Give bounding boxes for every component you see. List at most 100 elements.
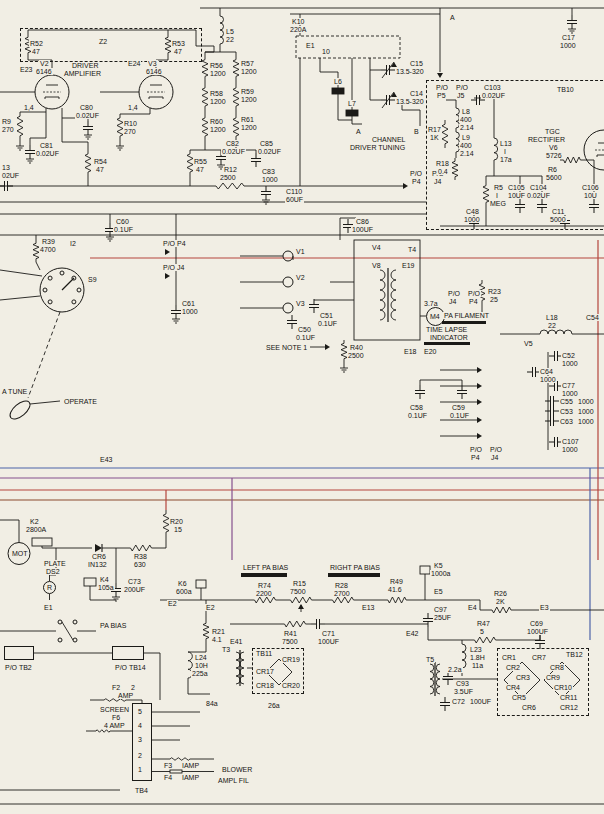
wire	[86, 731, 96, 732]
wire	[36, 262, 40, 270]
resistor-symbol	[442, 120, 448, 148]
part-label: R12	[223, 166, 238, 173]
ground-symbol	[108, 239, 113, 240]
part-label: C93	[455, 680, 470, 687]
wire	[220, 44, 221, 52]
resistor-symbol	[286, 597, 316, 603]
part-label: C82	[225, 140, 240, 147]
terminal-board: P/O TB14	[112, 646, 144, 660]
part-label: C48	[465, 208, 480, 215]
wire	[425, 574, 426, 600]
part-label: B	[413, 128, 420, 135]
part-label: J4	[433, 178, 442, 185]
capacitor-symbol	[171, 310, 181, 311]
wire	[598, 143, 604, 144]
resistor-symbol	[233, 114, 239, 140]
inductor-symbol	[391, 270, 396, 320]
capacitor-symbol	[266, 195, 267, 201]
part-label: C61	[181, 300, 196, 307]
part-label: R21	[211, 628, 226, 635]
part-label: CR6	[91, 553, 107, 560]
part-label: IAMP	[181, 774, 200, 781]
part-label: V2	[295, 274, 306, 281]
part-label: CR2	[505, 664, 521, 671]
ground-symbol	[118, 148, 123, 149]
part-label: 1000	[561, 446, 579, 453]
part-label: E18	[403, 348, 417, 355]
wire	[0, 804, 604, 805]
part-label: V3	[147, 60, 158, 67]
part-label: C58	[409, 404, 424, 411]
capacitor-symbol	[462, 394, 463, 400]
wire	[30, 401, 60, 404]
capacitor-symbol	[386, 95, 387, 105]
part-label: 3.5UF	[453, 688, 474, 695]
capacitor-symbol	[88, 121, 89, 127]
wire	[188, 678, 210, 694]
part-label: 0.1UF	[295, 334, 316, 341]
ground-symbol	[26, 159, 34, 160]
part-label: K5	[433, 562, 444, 569]
board-label: P/O TB2	[4, 664, 33, 671]
part-label: 5726	[545, 152, 563, 159]
resistor-symbol	[203, 620, 209, 642]
part-label: F2	[111, 684, 121, 691]
capacitor-symbol	[542, 208, 543, 214]
capacitor-symbol	[311, 624, 317, 625]
wire	[182, 771, 214, 772]
part-label: C73	[127, 578, 142, 585]
wire	[152, 740, 180, 741]
wire	[168, 30, 169, 34]
part-label: 13.5-320	[395, 98, 425, 105]
ground-symbol	[87, 139, 89, 140]
wire	[45, 97, 59, 99]
part-label: L8	[461, 108, 471, 115]
part-label: 7500	[281, 638, 299, 645]
wire	[200, 8, 604, 9]
part-label: IAMP	[181, 762, 200, 769]
part-label: 1000	[561, 360, 579, 367]
part-label: R52	[29, 40, 44, 47]
part-label: DS2	[45, 568, 61, 575]
part-label: 6146	[145, 68, 163, 75]
part-label: 2500	[219, 174, 237, 181]
wire	[290, 14, 440, 15]
capacitor-symbol	[348, 219, 349, 225]
wire	[440, 436, 477, 437]
capacitor-symbol	[527, 372, 533, 373]
part-label: R23	[487, 288, 502, 295]
part-label: 1000	[463, 216, 481, 223]
part-label: 25UF	[433, 614, 452, 621]
part-label: 5	[479, 628, 485, 635]
part-label: 5000	[549, 216, 567, 223]
wire	[90, 258, 604, 259]
part-label: C11	[551, 208, 565, 215]
part-label: R54	[93, 158, 108, 165]
part-label: 1000	[539, 376, 557, 383]
part-label: J4	[448, 298, 457, 305]
arrowhead	[403, 183, 408, 189]
switch-contact	[58, 620, 62, 624]
resistor-symbol	[452, 158, 458, 180]
ground-symbol	[106, 237, 114, 238]
part-label: 1000	[577, 418, 595, 425]
part-label: C83	[261, 168, 276, 175]
part-label: 47	[95, 166, 105, 173]
part-label: R55	[193, 158, 208, 165]
part-label: CR20	[281, 682, 301, 689]
part-label: 84a	[205, 700, 219, 707]
capacitor-symbol	[537, 204, 547, 205]
wire	[595, 150, 604, 151]
wire	[370, 70, 381, 100]
wire	[190, 150, 205, 151]
part-label: CR8	[549, 664, 565, 671]
part-label: 2.14	[459, 124, 475, 131]
wire	[462, 640, 463, 644]
part-label: 1K	[429, 134, 440, 141]
part-label: V5	[523, 340, 534, 347]
resistor-symbol	[202, 84, 208, 110]
resistor-symbol	[126, 545, 156, 551]
resistor-symbol	[117, 114, 123, 140]
resistor-symbol	[470, 637, 500, 643]
